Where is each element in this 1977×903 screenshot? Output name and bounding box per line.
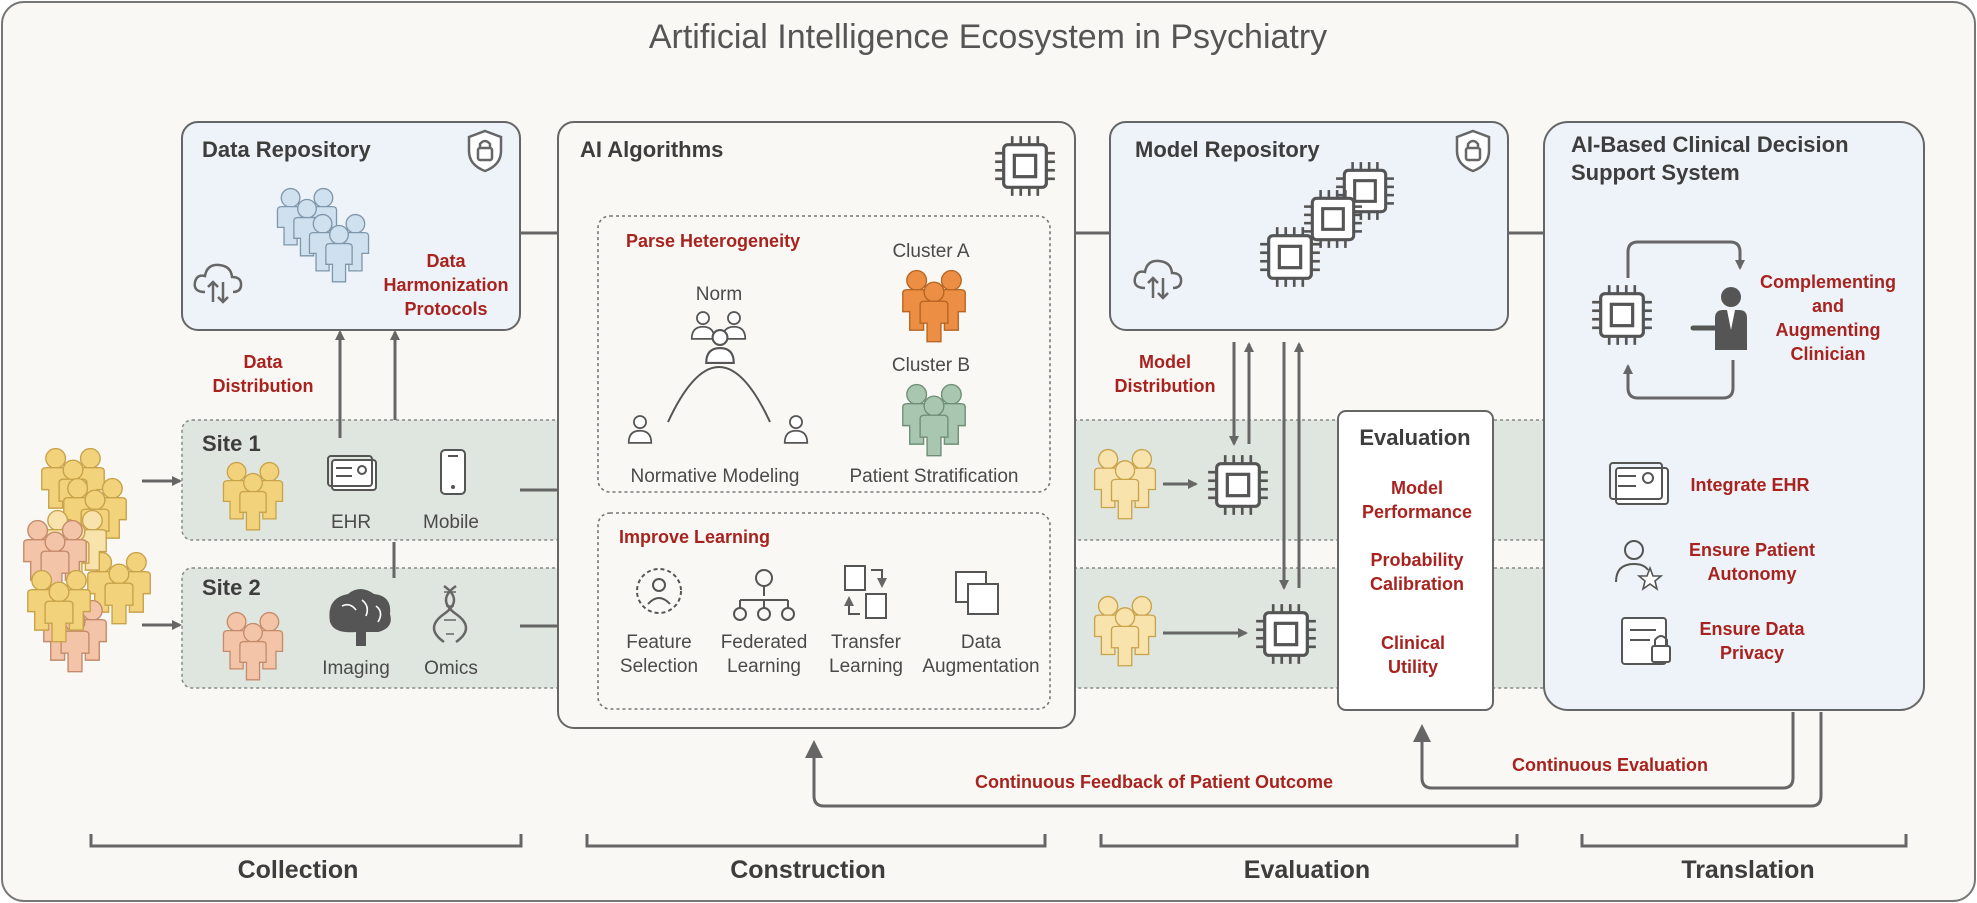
eval-item-3-line-1: Clinical — [1381, 633, 1445, 653]
site2-label: Site 2 — [202, 575, 261, 600]
eval-item-3-line-2: Utility — [1388, 657, 1438, 677]
ehr-label: EHR — [331, 512, 371, 533]
construction-bracket — [585, 834, 1047, 848]
parse-heterogeneity-box — [597, 215, 1051, 493]
harmonization-label-2: Harmonization — [383, 275, 508, 295]
translation-bracket — [1580, 834, 1908, 848]
cdss-title-line-2: Support System — [1571, 160, 1740, 185]
site2-local-chip-icon — [1254, 602, 1318, 666]
patient-star-icon — [1615, 540, 1664, 591]
cluster-a-label: Cluster A — [892, 241, 969, 262]
harmonization-label-3: Protocols — [404, 299, 487, 319]
patient-outcome-feedback-arrow — [805, 712, 1823, 808]
cdss-panel — [1543, 121, 1925, 711]
continuous-evaluation-arrow — [1413, 712, 1795, 790]
complementing-line-3: Augmenting — [1776, 320, 1881, 340]
integrate-ehr-icon — [1609, 462, 1669, 505]
phase-construction: Construction — [730, 856, 886, 884]
loop-arrow-top — [1626, 240, 1745, 278]
improve-learning-title: Improve Learning — [619, 527, 770, 547]
model-distribution-label-1: Model — [1139, 352, 1191, 372]
site1-local-chip-icon — [1206, 453, 1270, 517]
data-augmentation-icon — [955, 571, 999, 615]
transfer-learning-label-2: Learning — [829, 656, 903, 677]
evaluation-bracket — [1099, 834, 1519, 848]
ensure-privacy-line-1: Ensure Data — [1699, 619, 1805, 639]
continuous-evaluation-label: Continuous Evaluation — [1512, 755, 1708, 775]
federated-learning-label-1: Federated — [721, 632, 808, 653]
shield-lock-icon — [467, 129, 503, 173]
privacy-lock-icon — [1621, 617, 1671, 665]
norm-label: Norm — [696, 284, 742, 305]
harmonization-label-1: Data — [426, 251, 466, 271]
phase-translation: Translation — [1681, 856, 1814, 884]
mobile-label: Mobile — [423, 512, 479, 533]
ensure-autonomy-line-2: Autonomy — [1708, 564, 1797, 584]
feature-selection-label-1: Feature — [626, 632, 691, 653]
improve-learning-box — [597, 512, 1051, 710]
data-augmentation-label-2: Augmentation — [922, 656, 1039, 677]
eval-item-1-line-2: Performance — [1362, 502, 1472, 522]
evaluation-title: Evaluation — [1359, 425, 1470, 450]
ehr-card-icon — [327, 455, 377, 491]
imaging-label: Imaging — [322, 658, 390, 679]
ensure-privacy-line-2: Privacy — [1720, 643, 1784, 663]
complementing-line-4: Clinician — [1790, 344, 1865, 364]
normative-curve — [667, 366, 771, 423]
clinician-icon — [1690, 287, 1747, 350]
patient-stratification-label: Patient Stratification — [850, 466, 1019, 487]
parse-heterogeneity-title: Parse Heterogeneity — [626, 231, 800, 251]
data-distribution-label-2: Distribution — [213, 376, 314, 396]
loop-arrow-bottom — [1623, 360, 1735, 400]
federated-learning-icon — [733, 569, 795, 621]
data-repository-title: Data Repository — [202, 137, 371, 162]
integrate-ehr-label: Integrate EHR — [1690, 475, 1809, 495]
ai-chip-icon — [993, 134, 1057, 198]
ai-algorithms-title: AI Algorithms — [580, 137, 723, 162]
cluster-b-label: Cluster B — [892, 355, 970, 376]
eval-item-2-line-2: Calibration — [1370, 574, 1464, 594]
page-title: Artificial Intelligence Ecosystem in Psy… — [649, 18, 1327, 56]
dna-icon — [432, 584, 468, 644]
data-distribution-label-1: Data — [243, 352, 283, 372]
cdss-title-line-1: AI-Based Clinical Decision — [1571, 132, 1849, 157]
phase-collection: Collection — [238, 856, 359, 884]
brain-icon — [329, 589, 391, 646]
feature-selection-label-2: Selection — [620, 656, 698, 677]
evaluation-panel — [1337, 410, 1494, 711]
eval-item-1-line-1: Model — [1391, 478, 1443, 498]
data-augmentation-label-1: Data — [961, 632, 1002, 653]
patient-outcome-label: Continuous Feedback of Patient Outcome — [975, 772, 1333, 792]
model-repository-title: Model Repository — [1135, 137, 1320, 162]
feature-selection-icon — [636, 568, 682, 614]
model-distribution-label-2: Distribution — [1115, 376, 1216, 396]
transfer-learning-label-1: Transfer — [831, 632, 902, 653]
mobile-icon — [440, 449, 466, 495]
federated-learning-label-2: Learning — [727, 656, 801, 677]
eval-item-2-line-1: Probability — [1370, 550, 1463, 570]
normative-modeling-label: Normative Modeling — [631, 466, 800, 487]
model-repository-panel — [1109, 121, 1509, 331]
complementing-line-2: and — [1812, 296, 1844, 316]
cdss-chip-icon — [1590, 283, 1654, 347]
collection-bracket — [89, 834, 523, 848]
site1-label: Site 1 — [202, 431, 261, 456]
ensure-autonomy-line-1: Ensure Patient — [1689, 540, 1815, 560]
complementing-line-1: Complementing — [1760, 272, 1896, 292]
phase-evaluation: Evaluation — [1244, 856, 1370, 884]
omics-label: Omics — [424, 658, 478, 679]
transfer-learning-icon — [844, 565, 887, 619]
model-shield-lock-icon — [1455, 129, 1491, 173]
